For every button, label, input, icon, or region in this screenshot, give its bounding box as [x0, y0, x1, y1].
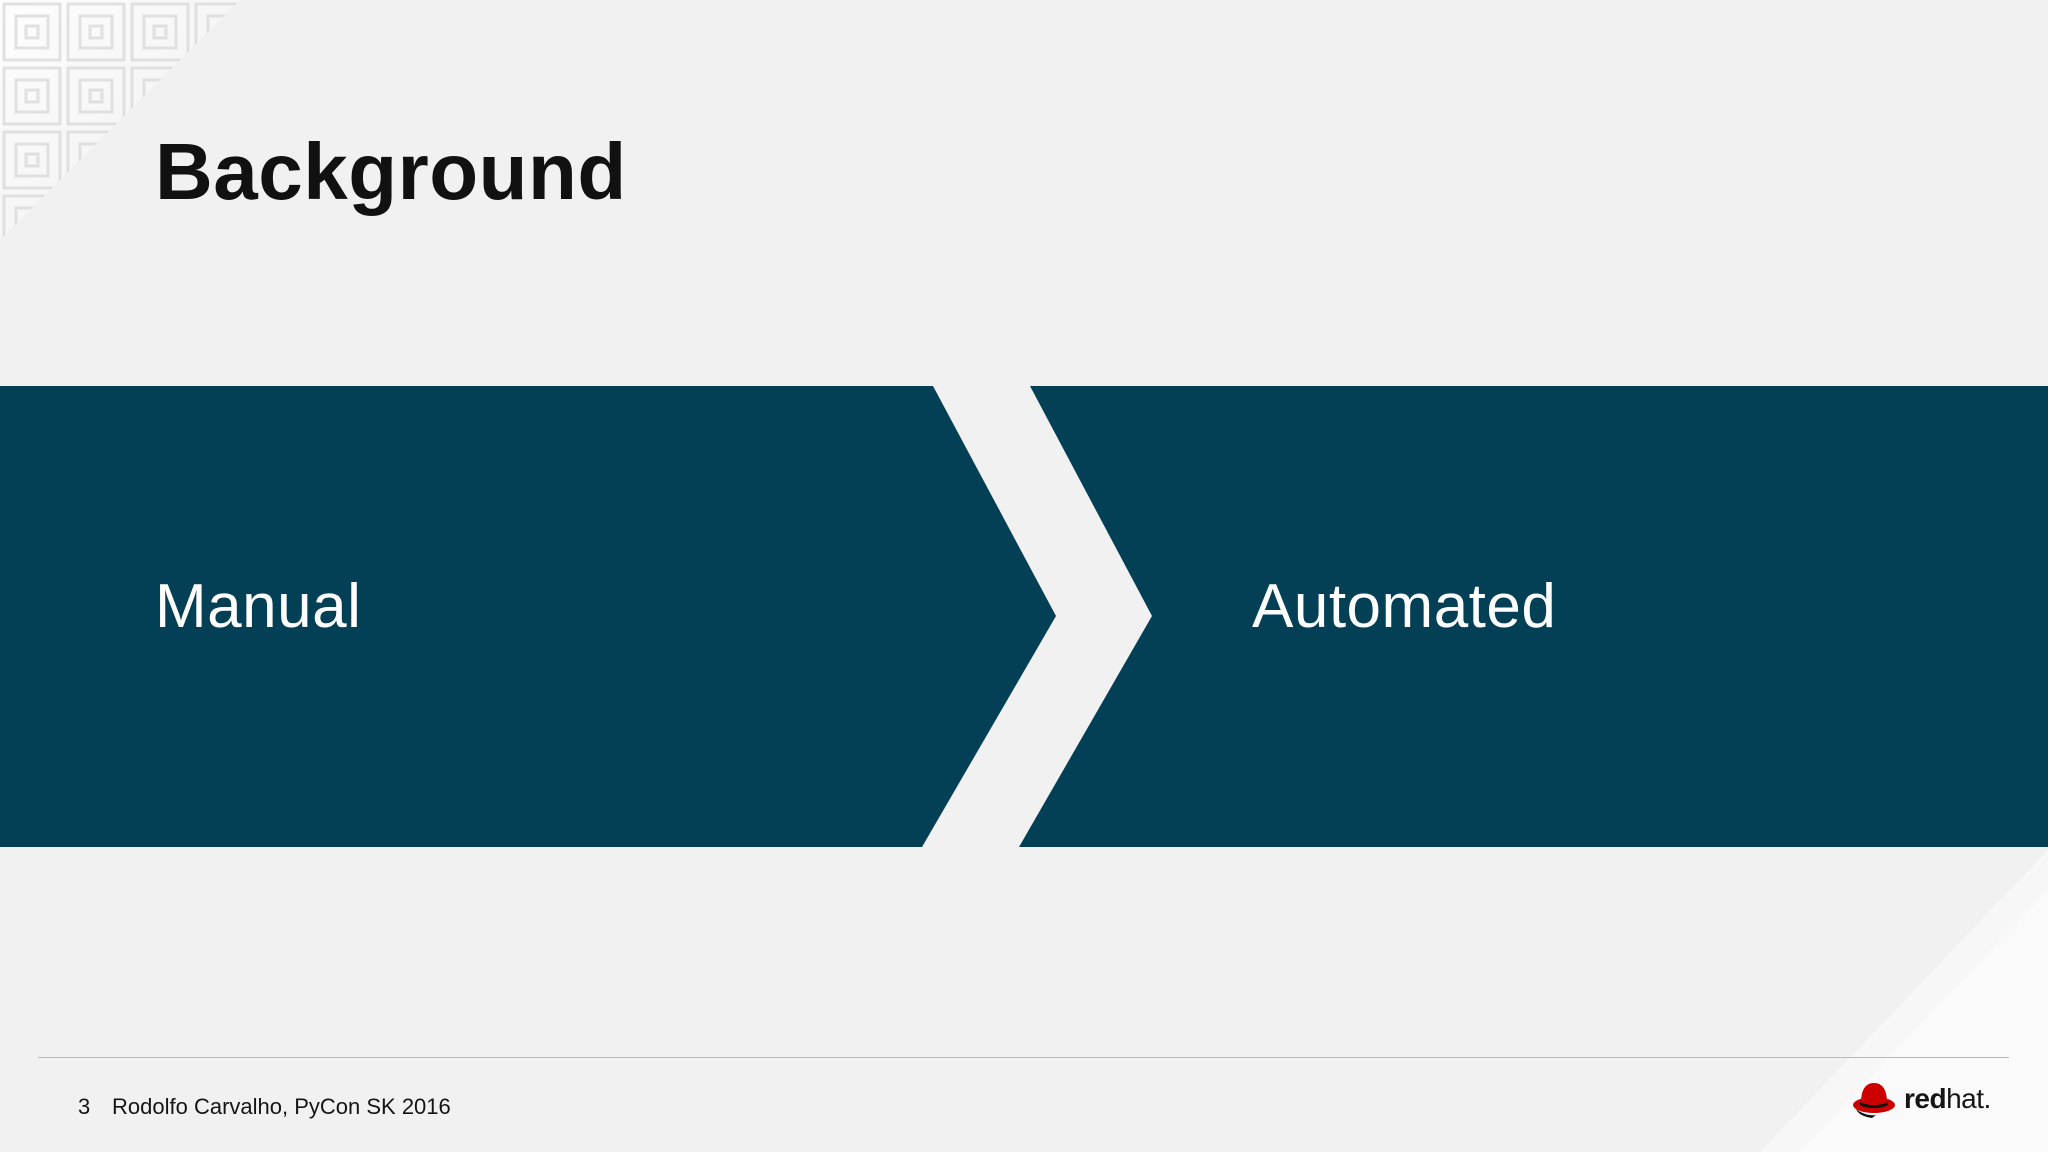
redhat-fedora-icon	[1853, 1083, 1895, 1118]
redhat-logo: redhat.	[1852, 1078, 1991, 1120]
chevron-automated	[1019, 386, 2048, 847]
redhat-wordmark: redhat.	[1904, 1083, 1991, 1115]
stage-automated-label: Automated	[1252, 572, 1557, 641]
slide-title: Background	[155, 127, 627, 216]
page-number: 3	[78, 1094, 91, 1119]
wordmark-hat: hat.	[1946, 1083, 1991, 1114]
corner-pattern-decoration	[0, 0, 240, 240]
footer-credit: Rodolfo Carvalho, PyCon SK 2016	[112, 1094, 451, 1119]
stage-manual-label: Manual	[155, 572, 362, 641]
footer-divider	[38, 1057, 2009, 1058]
wordmark-red: red	[1904, 1083, 1947, 1114]
chevron-manual	[0, 386, 1056, 847]
